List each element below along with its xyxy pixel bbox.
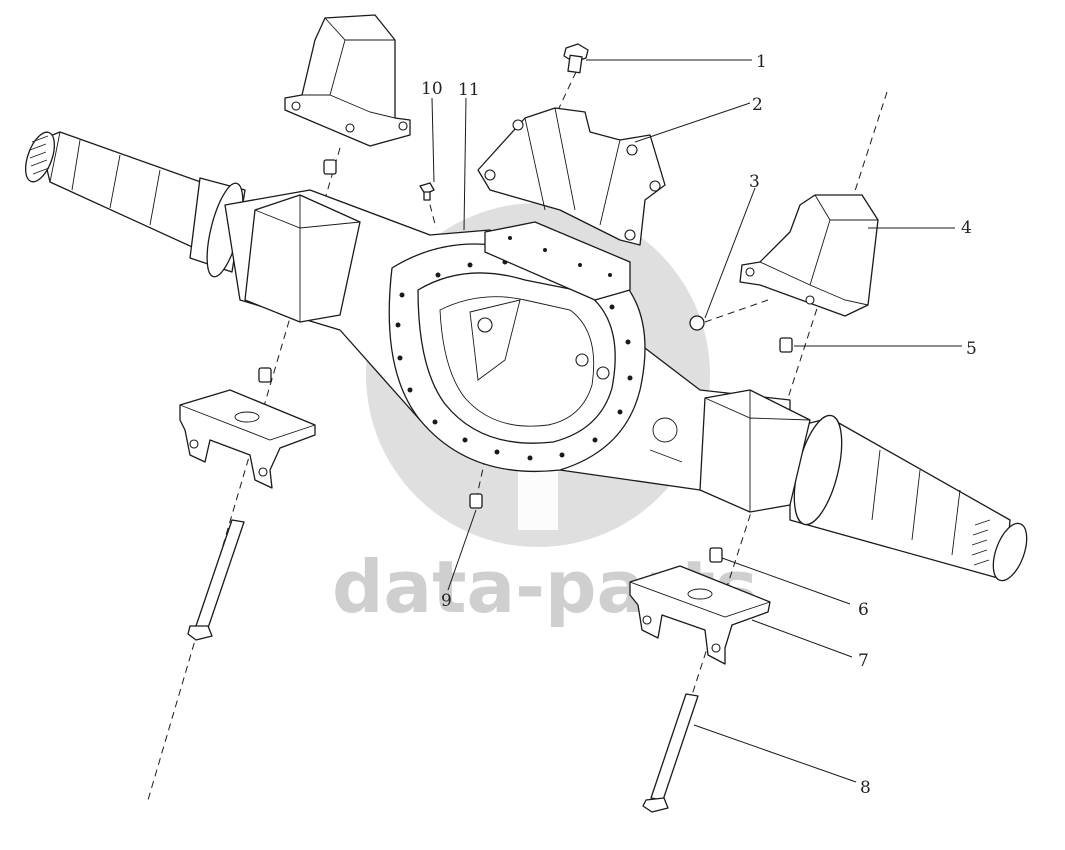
callout-4: 4 bbox=[961, 218, 972, 238]
callout-8: 8 bbox=[860, 778, 871, 798]
part-4-saddle-left bbox=[284, 14, 411, 147]
left-spindle bbox=[24, 131, 246, 278]
part-3-nut bbox=[689, 315, 705, 331]
callout-10: 10 bbox=[421, 79, 443, 99]
callout-1: 1 bbox=[756, 52, 767, 72]
leader-lines bbox=[431, 59, 962, 783]
right-spindle bbox=[789, 414, 1028, 582]
part-7-plate-left bbox=[179, 389, 316, 489]
callout-2: 2 bbox=[752, 95, 763, 115]
part-8-bolt-left bbox=[187, 519, 245, 641]
callout-5: 5 bbox=[966, 339, 977, 359]
callout-labels: 1 2 3 4 5 6 7 8 9 10 11 bbox=[421, 52, 977, 798]
callout-6: 6 bbox=[858, 600, 869, 620]
callout-11: 11 bbox=[458, 80, 480, 100]
callout-7: 7 bbox=[858, 651, 869, 671]
part-1-bolt bbox=[563, 43, 589, 74]
part-8-bolt-right bbox=[642, 693, 699, 813]
part-10-bolt bbox=[419, 182, 435, 201]
part-7-plate-right bbox=[629, 565, 771, 665]
part-2-bracket bbox=[477, 107, 666, 246]
callout-3: 3 bbox=[749, 172, 760, 192]
part-4-saddle-right bbox=[739, 194, 879, 317]
bushings bbox=[258, 159, 793, 563]
callout-9: 9 bbox=[441, 591, 452, 611]
axle-housing bbox=[24, 131, 1028, 582]
